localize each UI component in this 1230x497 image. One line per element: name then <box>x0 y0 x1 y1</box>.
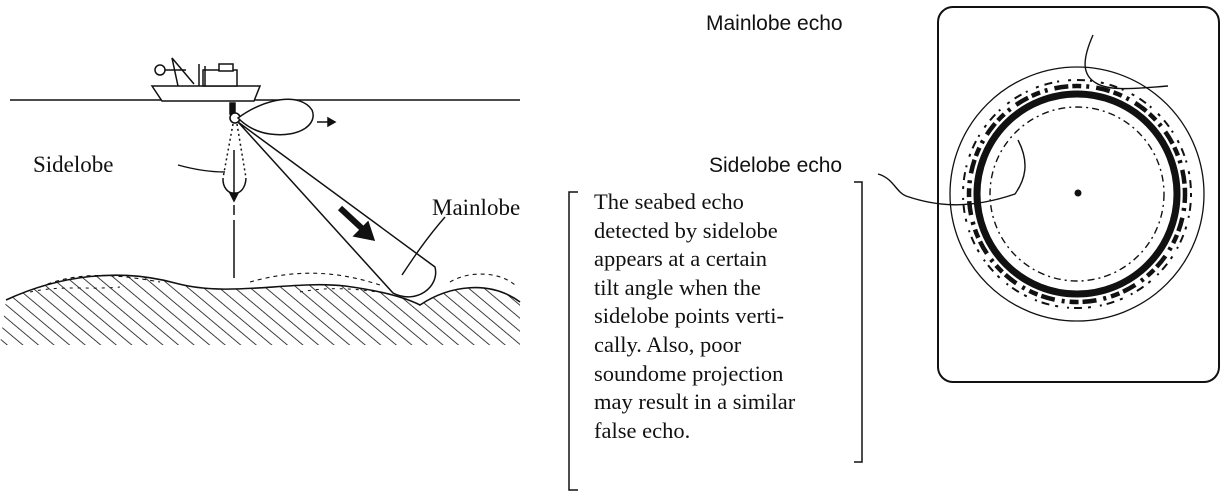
note-line: cally. Also, poor <box>594 331 849 360</box>
note-line: appears at a certain <box>594 245 849 274</box>
mainlobe-beam <box>238 122 436 297</box>
note-line: may result in a similar <box>594 388 849 417</box>
fishing-boat <box>152 58 260 114</box>
mainlobe-label: Mainlobe <box>432 195 520 220</box>
left-illustration: Sidelobe Mainlobe <box>0 58 520 350</box>
explanation-note: The seabed echo detected by sidelobe app… <box>594 188 849 445</box>
horizontal-lobe <box>238 99 335 134</box>
note-line: The seabed echo <box>594 188 849 217</box>
seabed <box>0 260 520 350</box>
sidelobe-echo-label: Sidelobe echo <box>709 154 842 177</box>
mainlobe-echo-label: Mainlobe echo <box>706 12 843 35</box>
note-line: sidelobe points verti- <box>594 302 849 331</box>
note-line: soundome projection <box>594 360 849 389</box>
own-ship-mark <box>1075 190 1082 197</box>
note-line: tilt angle when the <box>594 274 849 303</box>
sidelobe-leader-line <box>178 165 225 172</box>
sidelobe-beam <box>223 124 246 278</box>
note-line: false echo. <box>594 417 849 446</box>
note-line: detected by sidelobe <box>594 217 849 246</box>
sidelobe-label: Sidelobe <box>33 152 114 177</box>
